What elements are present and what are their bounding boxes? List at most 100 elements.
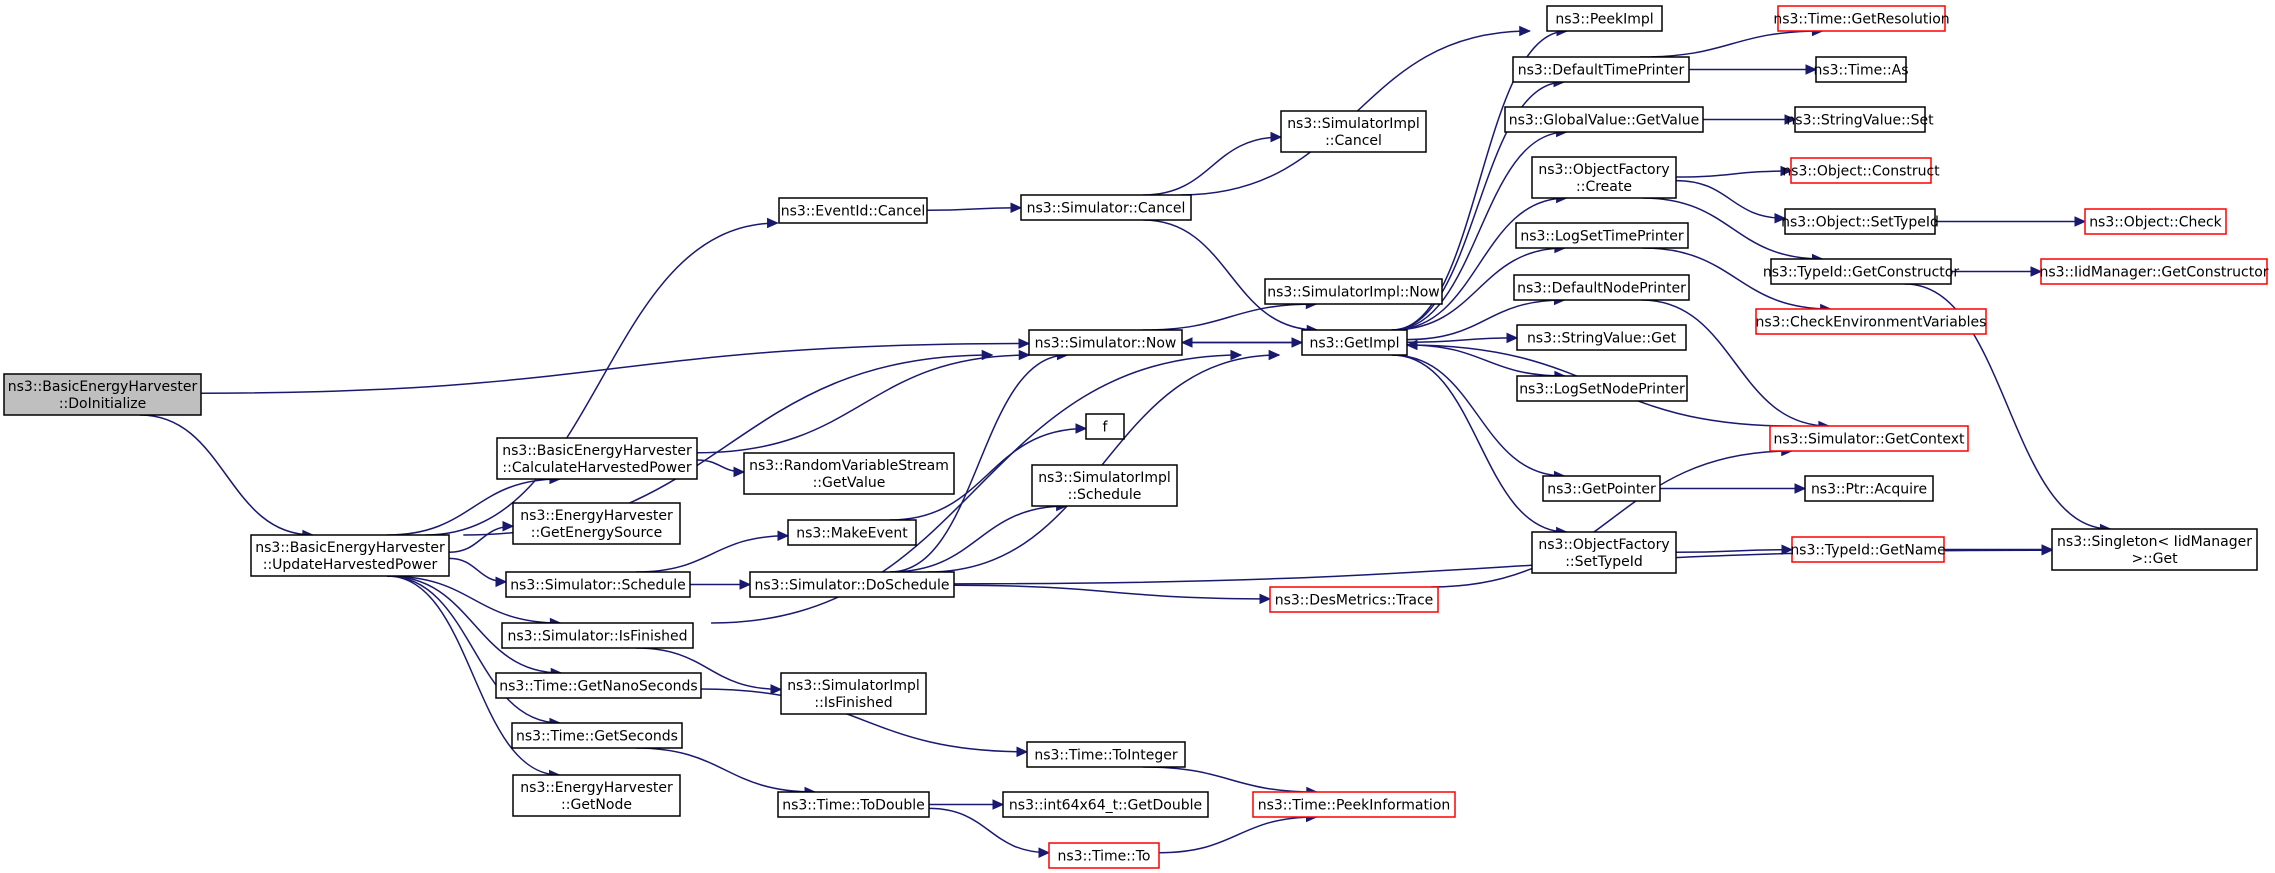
node-simsched[interactable]: ns3::Simulator::Schedule — [505, 571, 691, 598]
node-label: ns3::BasicEnergyHarvester — [502, 443, 692, 459]
edge-getimpl-to-getptr — [1391, 354, 1566, 482]
node-objconstruct[interactable]: ns3::Object::Construct — [1782, 157, 1940, 184]
edge-makeevent-to-f — [889, 423, 1088, 521]
node-simnow[interactable]: ns3::Simulator::Now — [1028, 329, 1183, 356]
node-box — [1028, 329, 1183, 356]
node-objsettid[interactable]: ns3::Object::SetTypeId — [1781, 208, 1939, 235]
node-logstp[interactable]: ns3::LogSetTimePrinter — [1515, 222, 1689, 249]
node-label: ns3::BasicEnergyHarvester — [255, 540, 445, 556]
node-box — [1755, 308, 1987, 335]
node-isfin[interactable]: ns3::Simulator::IsFinished — [501, 622, 694, 649]
edge-chp-to-rvs — [696, 459, 746, 478]
node-dosched[interactable]: ns3::Simulator::DoSchedule — [749, 571, 955, 598]
node-getnode[interactable]: ns3::EnergyHarvester::GetNode — [512, 774, 681, 817]
node-f[interactable]: f — [1085, 413, 1125, 440]
node-getres[interactable]: ns3::Time::GetResolution — [1773, 5, 1950, 32]
node-chp[interactable]: ns3::BasicEnergyHarvester::CalculateHarv… — [496, 437, 698, 480]
node-ofcreate[interactable]: ns3::ObjectFactory::Create — [1531, 156, 1677, 199]
node-simgetctx[interactable]: ns3::Simulator::GetContext — [1769, 425, 1969, 452]
node-label: ns3::Simulator::DoSchedule — [755, 578, 950, 594]
edge-ofsettid-to-tidgetname — [1675, 544, 1794, 555]
node-svset[interactable]: ns3::StringValue::Set — [1786, 106, 1934, 133]
node-box — [780, 672, 927, 715]
node-label: ns3::GetPointer — [1547, 482, 1656, 498]
node-iidgetctor[interactable]: ns3::IidManager::GetConstructor — [2039, 258, 2269, 285]
node-box — [1815, 56, 1907, 83]
node-box — [505, 571, 691, 598]
node-box — [2040, 258, 2268, 285]
edge-dosched-to-getimpl — [927, 349, 1281, 573]
node-checkenv[interactable]: ns3::CheckEnvironmentVariables — [1755, 308, 1987, 335]
node-label: ns3::Time::GetSeconds — [516, 729, 678, 745]
edge-simsched-to-dosched — [689, 579, 752, 590]
node-label: ns3::Object::Check — [2089, 215, 2222, 231]
node-box — [512, 774, 681, 817]
node-getimpl[interactable]: ns3::GetImpl — [1301, 329, 1408, 356]
node-box — [511, 722, 683, 749]
node-root[interactable]: ns3::BasicEnergyHarvester::DoInitialize — [3, 373, 202, 416]
node-label: ns3::GlobalValue::GetValue — [1509, 113, 1699, 129]
node-tidgetname[interactable]: ns3::TypeId::GetName — [1790, 536, 1946, 563]
edge-tidgetname-to-singleton — [1944, 544, 2054, 555]
edge-isfin-to-simimplisfin — [635, 647, 783, 695]
node-tointeger[interactable]: ns3::Time::ToInteger — [1026, 741, 1186, 768]
node-label: ns3::Time::GetResolution — [1773, 12, 1949, 28]
node-timeto[interactable]: ns3::Time::To — [1048, 842, 1160, 869]
edge-getptr-to-ptracq — [1660, 483, 1807, 494]
node-label: ::Schedule — [1068, 487, 1142, 503]
node-rvs[interactable]: ns3::RandomVariableStream::GetValue — [743, 452, 955, 495]
node-defnp[interactable]: ns3::DefaultNodePrinter — [1513, 274, 1690, 301]
node-desmetrics[interactable]: ns3::DesMetrics::Trace — [1269, 586, 1439, 613]
node-ptracq[interactable]: ns3::Ptr::Acquire — [1804, 475, 1934, 502]
node-box — [1784, 208, 1936, 235]
node-label: ns3::Time::ToInteger — [1034, 748, 1178, 764]
node-simimplsched[interactable]: ns3::SimulatorImpl::Schedule — [1031, 464, 1178, 507]
node-label: ns3::Object::Construct — [1782, 164, 1940, 180]
node-int64[interactable]: ns3::int64x64_t::GetDouble — [1002, 791, 1209, 818]
node-label: ns3::Simulator::Now — [1035, 336, 1177, 352]
node-getnano[interactable]: ns3::Time::GetNanoSeconds — [495, 672, 702, 699]
node-label: ns3::SimulatorImpl::Now — [1267, 285, 1440, 301]
node-singleton[interactable]: ns3::Singleton< IidManager>::Get — [2051, 528, 2258, 571]
node-todouble[interactable]: ns3::Time::ToDouble — [777, 791, 930, 818]
node-box — [1026, 741, 1186, 768]
node-ofsettid[interactable]: ns3::ObjectFactory::SetTypeId — [1531, 531, 1677, 574]
node-peekinfo[interactable]: ns3::Time::PeekInformation — [1252, 791, 1456, 818]
node-box — [1515, 222, 1689, 249]
node-box — [1280, 110, 1427, 153]
node-gvget[interactable]: ns3::GlobalValue::GetValue — [1504, 106, 1704, 133]
node-label: ::CalculateHarvestedPower — [502, 460, 691, 476]
edge-chp-to-simnow — [696, 349, 1031, 454]
node-deftp[interactable]: ns3::DefaultTimePrinter — [1512, 56, 1690, 83]
node-simimplcancel[interactable]: ns3::SimulatorImpl::Cancel — [1280, 110, 1427, 153]
node-getptr[interactable]: ns3::GetPointer — [1542, 475, 1661, 502]
edge-todouble-to-timeto — [928, 807, 1051, 858]
edge-timeto-to-peekinfo — [1158, 811, 1318, 854]
node-getsec[interactable]: ns3::Time::GetSeconds — [511, 722, 683, 749]
node-evcancel[interactable]: ns3::EventId::Cancel — [778, 197, 928, 224]
edge-isfin-to-getimpl — [711, 349, 1243, 624]
node-uhp[interactable]: ns3::BasicEnergyHarvester::UpdateHarvest… — [250, 534, 450, 577]
node-svget[interactable]: ns3::StringValue::Get — [1516, 324, 1687, 351]
node-simimplnow[interactable]: ns3::SimulatorImpl::Now — [1264, 278, 1443, 305]
node-makeevent[interactable]: ns3::MakeEvent — [787, 519, 917, 546]
node-box — [1516, 324, 1687, 351]
node-logsnp[interactable]: ns3::LogSetNodePrinter — [1516, 375, 1688, 402]
node-label: ns3::StringValue::Get — [1527, 331, 1677, 347]
node-simimplisfin[interactable]: ns3::SimulatorImpl::IsFinished — [780, 672, 927, 715]
node-peekimpl[interactable]: ns3::PeekImpl — [1546, 5, 1663, 32]
node-timeas[interactable]: ns3::Time::As — [1813, 56, 1909, 83]
node-ges[interactable]: ns3::EnergyHarvester::GetEnergySource — [512, 502, 681, 545]
node-label: ns3::Ptr::Acquire — [1811, 482, 1927, 498]
node-label: ns3::PeekImpl — [1555, 12, 1653, 28]
node-label: ns3::EnergyHarvester — [520, 780, 673, 796]
node-box — [1301, 329, 1408, 356]
node-objcheck[interactable]: ns3::Object::Check — [2084, 208, 2227, 235]
node-box — [1794, 106, 1926, 133]
node-label: ns3::Time::As — [1813, 63, 1908, 79]
node-tidgetctor[interactable]: ns3::TypeId::GetConstructor — [1763, 258, 1959, 285]
node-label: ns3::Simulator::Schedule — [510, 578, 686, 594]
node-simcancel[interactable]: ns3::Simulator::Cancel — [1020, 194, 1192, 221]
node-box — [496, 437, 698, 480]
node-box — [1804, 475, 1934, 502]
